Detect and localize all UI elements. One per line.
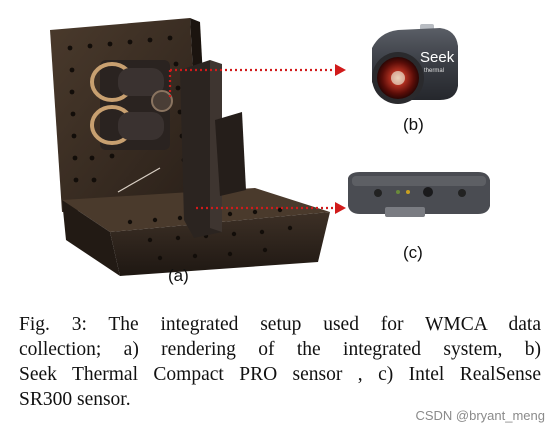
subfigure-label-a: (a) (168, 266, 189, 285)
figure-caption: Fig. 3: The integrated setup used for WM… (19, 312, 541, 412)
subfigure-label-b: (b) (403, 115, 424, 134)
subfigure-label-c: (c) (403, 243, 423, 262)
seek-logo-subtext: thermal (424, 68, 444, 74)
figure-panel: Seek thermal (a) (b) (c) (50, 18, 490, 285)
watermark: CSDN @bryant_meng (415, 408, 545, 423)
seek-thermal-camera: Seek thermal (372, 24, 458, 104)
integrated-system-render (50, 18, 330, 276)
setup-illustration: Seek thermal (50, 18, 490, 276)
pointer-arrows (168, 64, 346, 214)
caption-line-4: SR300 sensor. (19, 389, 131, 410)
seek-logo-text: Seek (420, 49, 455, 66)
caption-line-3: Seek Thermal Compact PRO sensor , c) Int… (19, 364, 541, 385)
caption-line-1: Fig. 3: The integrated setup used for WM… (19, 314, 541, 335)
caption-line-2: collection; a) rendering of the integrat… (19, 339, 541, 360)
intel-realsense-camera (348, 172, 490, 217)
